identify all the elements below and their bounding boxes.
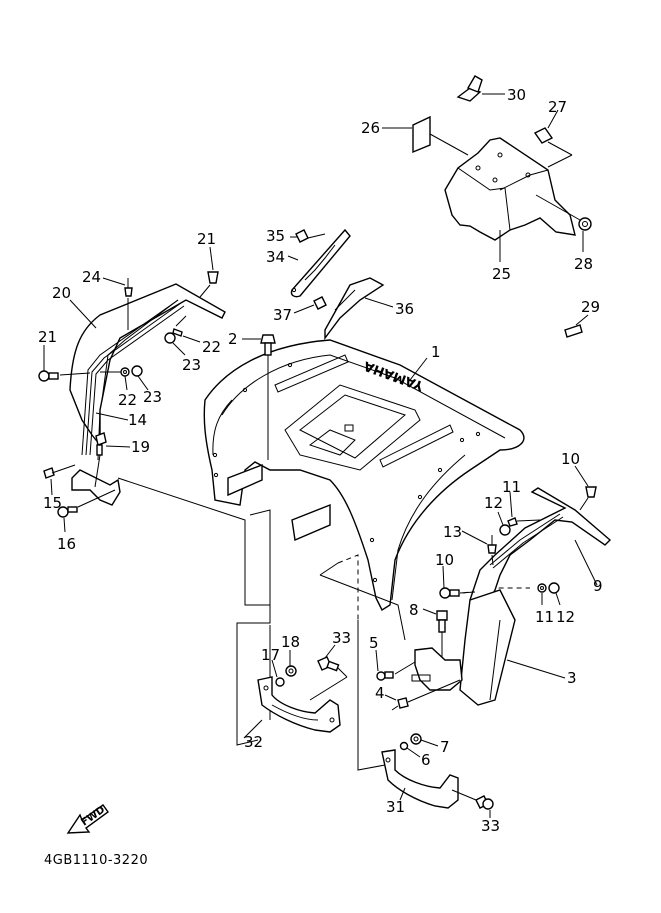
callout-1: 1 (431, 343, 441, 361)
bolt-part-19 (94, 432, 131, 488)
bolt-part-10-lower (439, 565, 476, 599)
callout-11-lower: 11 (535, 608, 554, 626)
callout-33-upper: 33 (332, 629, 351, 647)
callout-10-upper: 10 (561, 450, 580, 468)
bolt-part-2 (242, 334, 276, 460)
plate-part-34 (287, 228, 351, 298)
callout-2: 2 (228, 330, 238, 348)
bolt-part-27 (533, 109, 573, 168)
bolt-part-16 (57, 489, 116, 533)
trim-part-9-rail (489, 513, 564, 569)
callout-22-upper: 22 (202, 338, 221, 356)
callout-22-lower: 22 (118, 391, 137, 409)
trim-part-14 (81, 299, 185, 456)
callout-31: 31 (386, 798, 405, 816)
side-panel-part-9 (469, 487, 612, 622)
bolt-part-13 (461, 530, 497, 566)
callout-8: 8 (409, 601, 419, 619)
callout-25: 25 (492, 265, 511, 283)
callout-24: 24 (82, 268, 101, 286)
callout-10-lower: 10 (435, 551, 454, 569)
rear-fender-part-1: YAMAHA (203, 339, 525, 612)
drawing-code: 4GB1110-3220 (44, 853, 148, 868)
bolt-part-35 (290, 229, 326, 243)
callout-3: 3 (567, 669, 577, 687)
cover-part-25 (444, 137, 576, 241)
nut-part-7 (410, 733, 439, 747)
callout-12-lower: 12 (556, 608, 575, 626)
nut-part-23-lower (131, 365, 149, 391)
callout-labels: 1 2 3 4 5 6 7 8 9 10 10 11 11 12 12 13 1… (38, 86, 603, 835)
bracket-lower-right (411, 647, 463, 691)
panel-part-3 (459, 589, 566, 706)
callout-26: 26 (361, 119, 380, 137)
callout-5: 5 (369, 634, 379, 652)
callout-23-upper: 23 (182, 356, 201, 374)
footrest-part-31 (381, 749, 459, 809)
callout-34: 34 (266, 248, 285, 266)
nut-part-12-upper (497, 511, 511, 536)
callout-19: 19 (131, 438, 150, 456)
callout-29: 29 (581, 298, 600, 316)
bolt-part-4 (384, 679, 461, 711)
callout-16: 16 (57, 535, 76, 553)
washer-part-11-lower (537, 583, 547, 605)
callout-13: 13 (443, 523, 462, 541)
nut-part-28 (535, 194, 592, 252)
bolt-part-37 (293, 296, 327, 314)
callout-20: 20 (52, 284, 71, 302)
bolt-part-5 (375, 649, 416, 681)
bracket-part-36 (324, 277, 394, 341)
callout-17: 17 (261, 646, 280, 664)
bolt-part-33-lower (451, 789, 494, 818)
washer-part-6 (399, 741, 421, 758)
callout-32: 32 (244, 733, 263, 751)
clip-part-30 (456, 75, 505, 102)
callout-27: 27 (548, 98, 567, 116)
callout-33-lower: 33 (481, 817, 500, 835)
callout-21-lower: 21 (38, 328, 57, 346)
bolt-part-33-upper (309, 644, 348, 701)
bolt-part-24 (102, 277, 133, 330)
callout-14: 14 (128, 411, 147, 429)
callout-6: 6 (421, 751, 431, 769)
fwd-direction-indicator: FWD (66, 804, 109, 834)
bracket-bottom-left (71, 469, 121, 506)
bolt-part-21-right (199, 246, 219, 298)
pad-part-29 (564, 314, 589, 338)
callout-35: 35 (266, 227, 285, 245)
nut-part-12-lower (548, 582, 561, 606)
callout-11-upper: 11 (502, 478, 521, 496)
side-panel-part-20 (69, 283, 226, 461)
footrest-part-32 (243, 676, 341, 739)
callout-21-upper: 21 (197, 230, 216, 248)
nut-part-18 (285, 650, 297, 677)
callout-15: 15 (43, 494, 62, 512)
callout-7: 7 (440, 738, 450, 756)
callout-12-upper: 12 (484, 494, 503, 512)
callout-18: 18 (281, 633, 300, 651)
callout-37: 37 (273, 306, 292, 324)
bolt-part-10-upper (574, 465, 597, 511)
callout-28: 28 (574, 255, 593, 273)
spring-part-22-upper (172, 315, 201, 343)
callout-9: 9 (593, 577, 603, 595)
callout-36: 36 (395, 300, 414, 318)
washer-part-11-upper (507, 491, 541, 527)
callout-30: 30 (507, 86, 526, 104)
bolt-part-21-left (38, 345, 91, 382)
bolt-part-15 (43, 464, 76, 496)
washer-part-22-lower (120, 367, 130, 391)
decal-part-26 (412, 115, 469, 156)
callout-23-lower: 23 (143, 388, 162, 406)
washer-part-17 (271, 659, 285, 687)
callout-4: 4 (375, 684, 385, 702)
nut-part-23-upper (164, 332, 186, 356)
bolt-part-8 (422, 608, 448, 668)
